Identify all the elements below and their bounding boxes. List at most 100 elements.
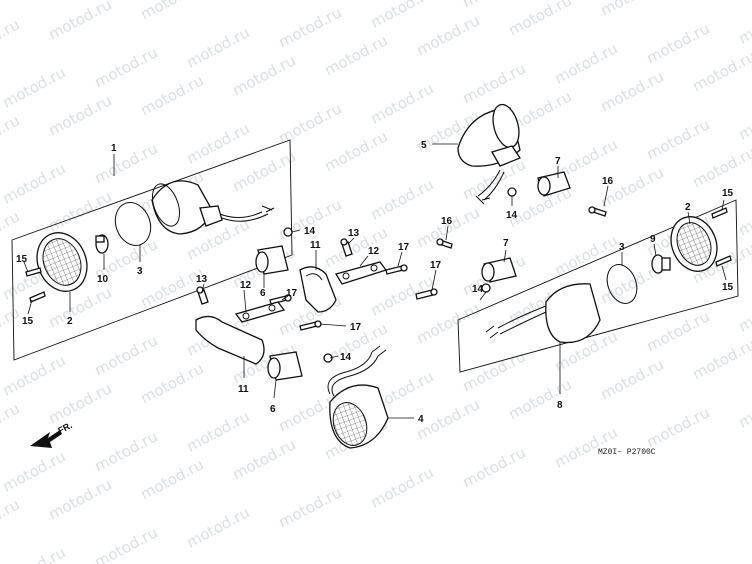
callout-14-center-upper: 14 — [304, 226, 316, 237]
watermark-text: motod.ru — [735, 95, 752, 143]
watermark-text: motod.ru — [183, 23, 252, 71]
callout-4: 4 — [418, 414, 424, 425]
assembly-box-left — [11, 139, 293, 361]
bolt-16-upper — [588, 206, 607, 217]
watermark-text: motod.ru — [689, 335, 752, 383]
watermark-text: motod.ru — [91, 139, 160, 187]
ring-left — [114, 202, 152, 246]
watermark-text: motod.ru — [0, 543, 69, 564]
callout-17-a: 17 — [398, 242, 410, 253]
watermark-text: motod.ru — [643, 19, 712, 67]
watermark-text: motod.ru — [183, 119, 252, 167]
bracket-center-upper — [299, 266, 337, 313]
watermark-text: motod.ru — [0, 207, 23, 255]
watermark-text: motod.ru — [0, 351, 69, 399]
watermark-text: motod.ru — [597, 355, 666, 403]
watermark-text: motod.ru — [45, 283, 114, 331]
callout-7-lower: 7 — [503, 238, 509, 249]
bracket-center-lower — [195, 315, 265, 365]
bolt-16-lower — [436, 238, 453, 249]
callout-5: 5 — [421, 140, 427, 151]
callout-12-upper: 12 — [368, 246, 380, 257]
watermark-text: motod.ru — [229, 51, 298, 99]
watermark-text: motod.ru — [45, 91, 114, 139]
nut-14-a — [507, 187, 517, 197]
watermark-text: motod.ru — [459, 347, 528, 395]
watermark-text: motod.ru — [91, 43, 160, 91]
watermark-text: motod.ru — [413, 11, 482, 59]
watermark-text: motod.ru — [367, 79, 436, 127]
callout-15-right-lower: 15 — [722, 282, 734, 293]
watermark-text: motod.ru — [0, 159, 69, 207]
callout-14-right-lower: 14 — [472, 284, 484, 295]
lens-left — [36, 232, 88, 292]
watermark-text: motod.ru — [275, 99, 344, 147]
watermark-text: motod.ru — [505, 0, 574, 40]
watermark-text: motod.ru — [505, 375, 574, 423]
bulb-right — [651, 254, 671, 274]
watermark-text: motod.ru — [45, 379, 114, 427]
socket-center-upper — [255, 245, 289, 275]
bolt-17-b — [269, 294, 292, 305]
callout-14-center-lower: 14 — [340, 352, 352, 363]
watermark-text: motod.ru — [459, 443, 528, 491]
watermark-text: motod.ru — [0, 495, 23, 543]
watermark-text: motod.ru — [367, 463, 436, 511]
watermark-text: motod.ru — [275, 3, 344, 51]
watermark-text: motod.ru — [45, 475, 114, 523]
watermark-text: motod.ru — [91, 523, 160, 564]
housing-right-lower — [485, 283, 601, 344]
watermark-text: motod.ru — [45, 187, 114, 235]
callout-3-right: 3 — [619, 242, 625, 253]
watermark-text: motod.ru — [321, 127, 390, 175]
callout-6-upper: 6 — [260, 288, 266, 299]
callout-15-left-upper: 15 — [16, 254, 28, 265]
watermark-text: motod.ru — [367, 175, 436, 223]
stay-center-lower — [234, 301, 286, 323]
watermark-text: motod.ru — [597, 67, 666, 115]
screw-right-lower — [715, 255, 732, 267]
watermark-text: motod.ru — [735, 191, 752, 239]
watermark-text: motod.ru — [413, 395, 482, 443]
callout-13-upper: 13 — [348, 228, 360, 239]
screw-left-upper — [25, 267, 42, 277]
callout-13-left: 13 — [196, 274, 208, 285]
watermark-text: motod.ru — [0, 63, 69, 111]
housing-left — [151, 180, 275, 235]
callout-3-left: 3 — [137, 266, 143, 277]
watermark-text: motod.ru — [413, 299, 482, 347]
watermark-text: motod.ru — [367, 0, 436, 32]
socket-center-lower — [267, 351, 303, 381]
bolt-17-a — [385, 264, 408, 275]
watermark-text: motod.ru — [551, 231, 620, 279]
screw-left-lower — [29, 291, 46, 303]
watermark-text: motod.ru — [689, 143, 752, 191]
callout-7-upper: 7 — [555, 156, 561, 167]
watermark-text: motod.ru — [643, 403, 712, 451]
watermark-text: motod.ru — [689, 47, 752, 95]
housing-center-lower — [327, 345, 389, 449]
callout-11-upper: 11 — [310, 240, 321, 251]
nut-14-b — [481, 283, 491, 293]
callout-15-left-lower: 15 — [22, 316, 34, 327]
watermark-text: motod.ru — [91, 427, 160, 475]
watermark-text: motod.ru — [735, 383, 752, 431]
watermark-text: motod.ru — [137, 359, 206, 407]
watermark-text: motod.ru — [0, 399, 23, 447]
watermark-text: motod.ru — [45, 0, 114, 44]
watermark-text: motod.ru — [321, 31, 390, 79]
watermark-text: motod.ru — [735, 0, 752, 48]
callout-15-right-upper: 15 — [722, 188, 734, 199]
watermark-text: motod.ru — [137, 263, 206, 311]
watermark-text: motod.ru — [91, 331, 160, 379]
screw-right-upper — [711, 207, 728, 219]
watermark-text: motod.ru — [0, 111, 23, 159]
bolt-17-right — [415, 288, 438, 300]
callout-17-right: 17 — [430, 260, 442, 271]
leader-lines — [23, 143, 727, 419]
housing-right-upper — [457, 103, 521, 205]
assembly-box-right — [457, 199, 739, 373]
callout-12-lower: 12 — [240, 280, 252, 291]
watermark-text: motod.ru — [0, 15, 23, 63]
